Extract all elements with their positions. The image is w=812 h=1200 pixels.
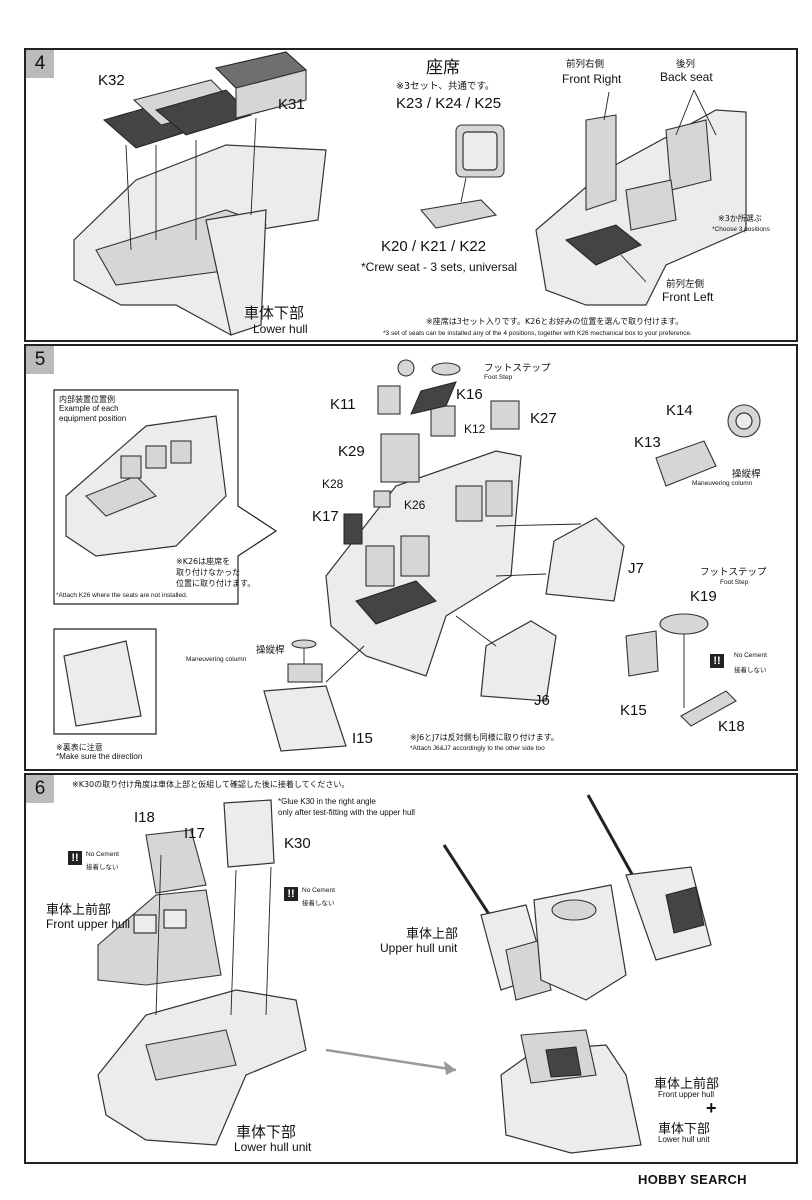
part-label-k28: K28 (322, 477, 344, 491)
foot-step-en-right: Foot Step (720, 579, 749, 586)
no-cement-en-1: No Cement (86, 851, 119, 858)
part-label-k26: K26 (404, 498, 426, 512)
inset-title-jp: 内部装置位置例 (59, 395, 115, 404)
part-label-j7: J7 (628, 560, 644, 577)
step-number: 5 (26, 346, 54, 374)
front-left-en: Front Left (662, 290, 714, 304)
no-cement-icon: !! (68, 851, 82, 865)
back-seat-jp: 後列 (676, 59, 696, 70)
step-6-panel: 6 ※K30の取り付け角度は車体上部と仮組して確認した後に接着してください。 *… (24, 773, 798, 1164)
seat-note: ※3セット、共通です。 (396, 81, 495, 92)
seat-title: 座席 (426, 58, 460, 78)
k26-note-jp-2: 取り付けなかった (176, 568, 240, 577)
inset-title-en-2: equipment position (59, 414, 127, 423)
upper-hull-unit-jp: 車体上部 (406, 927, 459, 942)
step6-note-en-2: only after test-fitting with the upper h… (278, 808, 415, 817)
k26-note-en: *Attach K26 where the seats are not inst… (56, 592, 188, 599)
choose-positions-jp: ※3か所選ぶ (718, 214, 762, 223)
no-cement-icon: !! (284, 887, 298, 901)
part-label-k29: K29 (338, 443, 365, 460)
front-right-jp: 前列右側 (566, 59, 605, 70)
front-left-jp: 前列左側 (666, 279, 705, 290)
watermark-logo: HOBBY SEARCH (638, 1172, 747, 1187)
no-cement-en: No Cement (734, 652, 767, 659)
maneuver-en-left: Maneuvering column (186, 656, 247, 663)
lower-hull-unit-jp: 車体下部 (236, 1123, 297, 1141)
step-4-illustration (73, 51, 747, 336)
no-cement-jp-1: 接着しない (86, 863, 119, 871)
part-label-k17: K17 (312, 508, 339, 525)
k26-note-jp-1: ※K26は座席を (176, 557, 231, 566)
part-label-k14: K14 (666, 402, 693, 419)
combo-front-upper-en: Front upper hull (658, 1090, 715, 1099)
plus-sign: + (706, 1098, 717, 1118)
no-cement-en-2: No Cement (302, 887, 335, 894)
step-4-panel: 4 K32 K31 座席 ※3セット、共通です。 K23 (24, 48, 798, 342)
part-label-i15: I15 (352, 730, 373, 747)
combo-front-upper-jp: 車体上前部 (654, 1077, 720, 1092)
upper-hull-unit-en: Upper hull unit (380, 941, 458, 955)
lower-hull-jp: 車体下部 (244, 304, 305, 322)
step6-note-jp: ※K30の取り付け角度は車体上部と仮組して確認した後に接着してください。 (72, 780, 350, 789)
no-cement-jp-2: 接着しない (302, 899, 335, 907)
maneuver-en-right: Maneuvering column (692, 480, 753, 487)
front-upper-hull-jp: 車体上前部 (46, 903, 112, 918)
foot-step-en-top: Foot Step (484, 374, 513, 381)
step-5-illustration (53, 359, 761, 752)
part-label-k19: K19 (690, 588, 717, 605)
step-6-illustration (97, 794, 712, 1154)
lower-hull-en: Lower hull (253, 322, 308, 336)
part-label-k12: K12 (464, 422, 486, 436)
crew-seat-note: *Crew seat - 3 sets, universal (361, 260, 518, 274)
k26-note-jp-3: 位置に取り付けます。 (176, 579, 256, 588)
part-label-k27: K27 (530, 410, 557, 427)
direction-note-jp: ※裏表に注意 (56, 743, 103, 752)
no-cement-jp: 接着しない (734, 666, 767, 674)
foot-step-jp-right: フットステップ (700, 567, 767, 578)
step4-note-en: *3 set of seats can be installed any of … (383, 330, 692, 337)
mirror-note-jp: ※J6とJ7は反対側も同様に取り付けます。 (410, 733, 559, 742)
part-label-k32: K32 (98, 72, 125, 89)
part-label-k11: K11 (330, 396, 356, 413)
front-upper-hull-en: Front upper hull (46, 917, 131, 931)
part-label-k18: K18 (718, 718, 745, 735)
seat-parts-top: K23 / K24 / K25 (396, 95, 502, 112)
part-label-k13: K13 (634, 434, 661, 451)
part-label-i18: I18 (134, 809, 155, 826)
part-label-j6: J6 (534, 692, 550, 709)
step4-note-jp: ※座席は3セット入りです。K26とお好みの位置を選んで取り付けます。 (426, 317, 684, 326)
step6-note-en-1: *Glue K30 in the right angle (278, 797, 376, 806)
combo-lower-hull-jp: 車体下部 (658, 1122, 711, 1137)
choose-positions-en: *Choose 3 positions (712, 226, 770, 233)
part-label-k31: K31 (278, 96, 305, 113)
foot-step-jp-top: フットステップ (484, 363, 551, 374)
part-label-k30: K30 (284, 835, 311, 852)
front-right-en: Front Right (562, 72, 622, 86)
combo-lower-hull-en: Lower hull unit (658, 1135, 710, 1144)
part-label-k16: K16 (456, 386, 483, 403)
step-number: 4 (26, 50, 54, 78)
mirror-note-en: *Attach J6&J7 accordingly to the other s… (410, 745, 545, 752)
step-number: 6 (26, 775, 54, 803)
direction-note-en: *Make sure the direction (56, 752, 143, 761)
maneuver-jp-right: 操縦桿 (732, 469, 761, 480)
no-cement-icon: !! (710, 654, 724, 668)
step-5-panel: 5 (24, 344, 798, 771)
inset-title-en-1: Example of each (59, 404, 119, 413)
part-label-i17: I17 (184, 825, 205, 842)
seat-parts-bottom: K20 / K21 / K22 (381, 238, 487, 255)
maneuver-jp-left: 操縦桿 (256, 645, 285, 656)
lower-hull-unit-en: Lower hull unit (234, 1140, 312, 1154)
part-label-k15: K15 (620, 702, 647, 719)
back-seat-en: Back seat (660, 70, 713, 84)
